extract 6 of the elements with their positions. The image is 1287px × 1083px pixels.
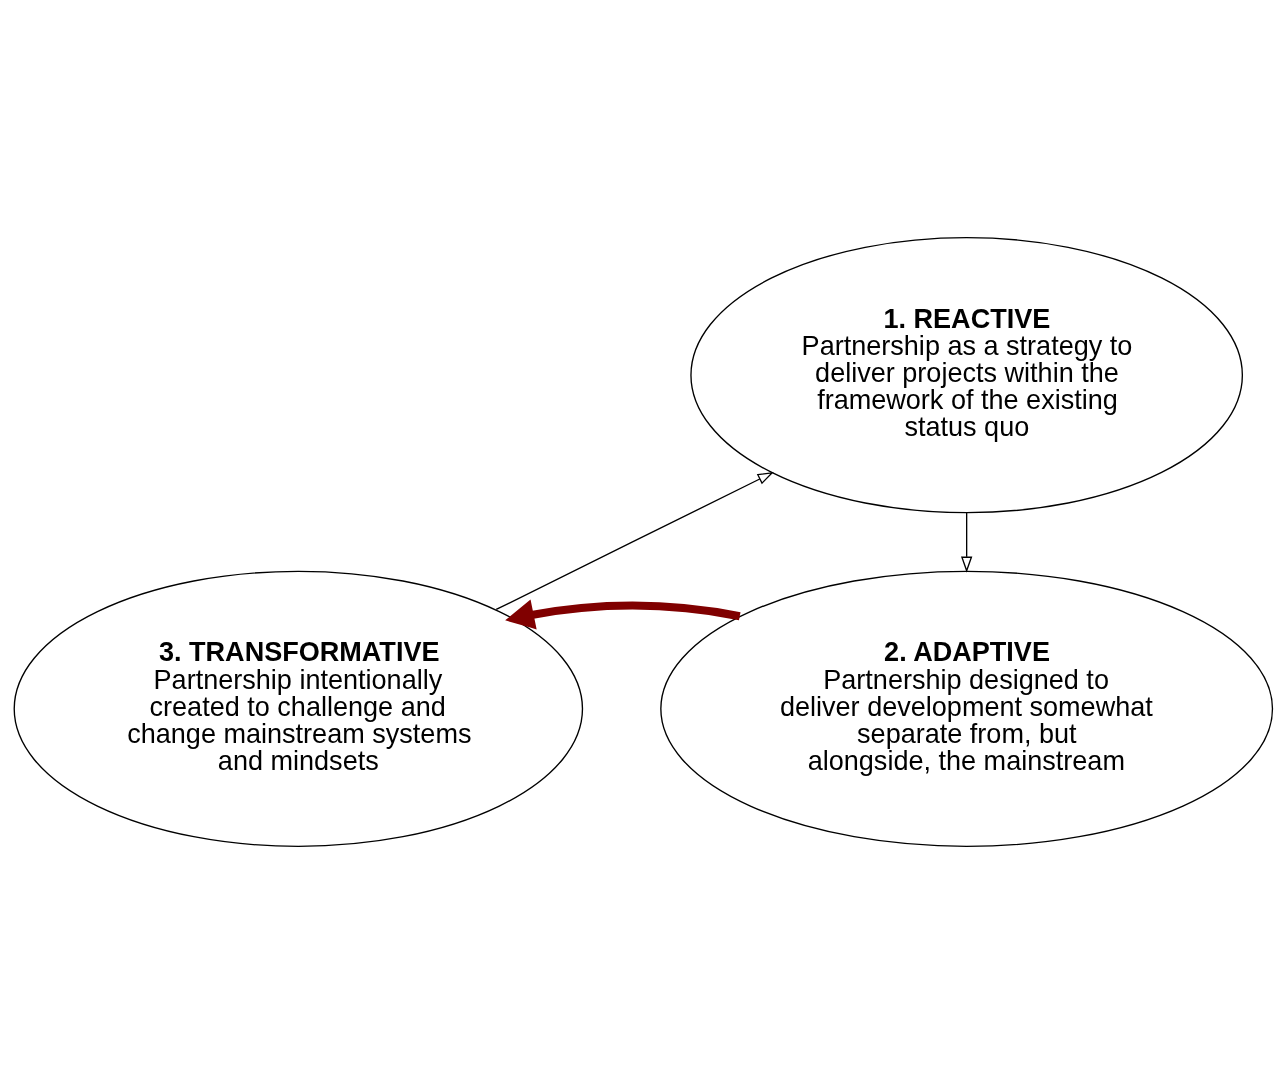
arrow — [960, 511, 973, 573]
node-ellipse: 1. REACTIVE Partnership as a strategy to deliver projects within the framework of the existing status quo — [690, 236, 1244, 513]
node-ellipse: 2. ADAPTIVE Partnership designed to deliver development somewhat separate from, but alongside, the mainstream — [660, 570, 1274, 847]
arrow — [495, 471, 774, 610]
node-ellipse: 3. TRANSFORMATIVE Partnership intentionally created to challenge and change mainstream systems and mindsets — [13, 570, 584, 847]
arrow — [505, 599, 741, 629]
